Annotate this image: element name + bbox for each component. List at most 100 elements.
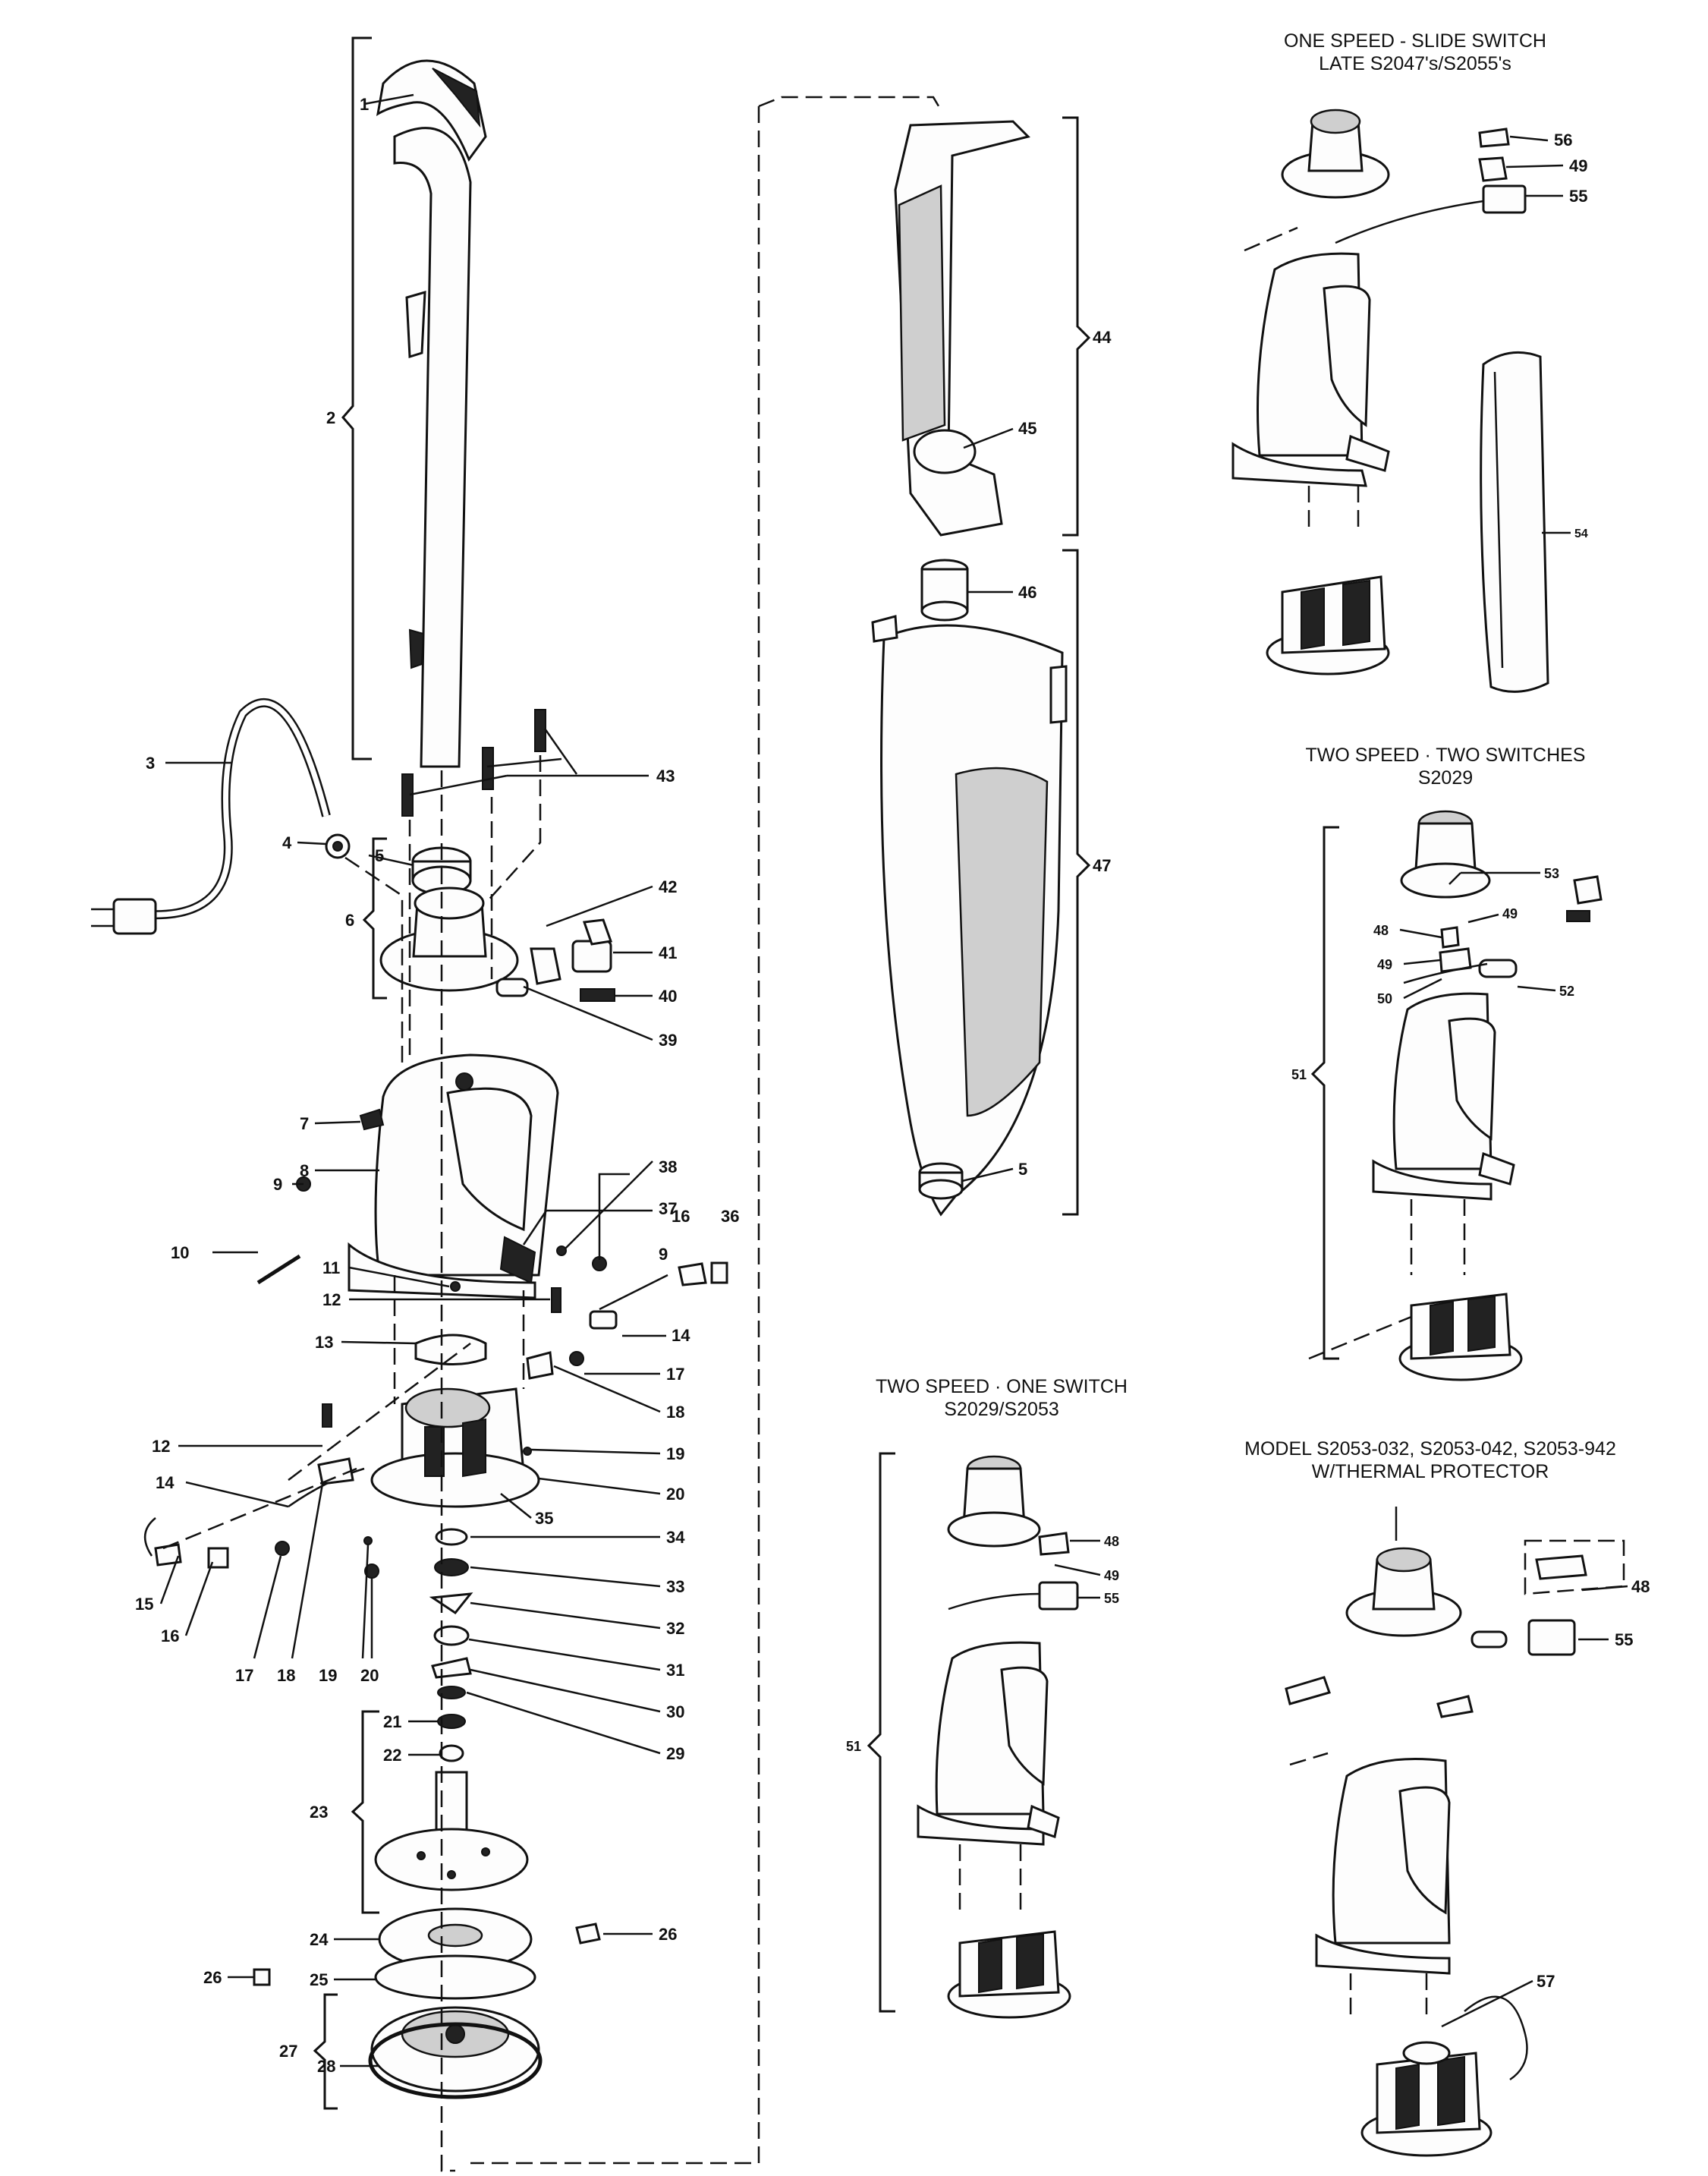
- label-19-right: 19: [666, 1444, 684, 1463]
- label-26-right: 26: [659, 1925, 677, 1944]
- brace-2: [341, 36, 372, 760]
- label-48-thermal: 48: [1631, 1577, 1650, 1596]
- assembly-lines-left: [162, 755, 542, 2172]
- label-11: 11: [322, 1258, 340, 1277]
- assembly-line-middle: [470, 96, 942, 2165]
- label-31: 31: [666, 1661, 684, 1680]
- label-55-thermal: 55: [1615, 1630, 1633, 1649]
- label-50: 50: [1377, 991, 1392, 1006]
- leader-lines: [159, 93, 1628, 2067]
- brace-51-middle: [867, 1452, 895, 2013]
- title-one-speed-line2: LATE S2047's/S2055's: [1319, 53, 1511, 74]
- label-9-right: 9: [659, 1245, 668, 1264]
- label-53: 53: [1544, 866, 1559, 881]
- title-two-speed-one-switch-line2: S2029/S2053: [944, 1399, 1059, 1420]
- label-24: 24: [310, 1930, 329, 1949]
- switch-parts: [495, 918, 615, 1002]
- label-7: 7: [300, 1114, 309, 1133]
- label-44: 44: [1093, 328, 1112, 347]
- armature-23: [374, 1714, 529, 1891]
- part-labels: 1 2 3 4 5 6 7 8 9 9 10 11 12 12 13 14 14…: [135, 95, 1650, 2076]
- title-two-speed-two-switches-line1: TWO SPEED · TWO SWITCHES: [1306, 745, 1586, 766]
- label-5-bag: 5: [1018, 1160, 1027, 1179]
- label-47: 47: [1093, 856, 1111, 875]
- label-20-right: 20: [666, 1485, 684, 1504]
- title-one-speed-line1: ONE SPEED - SLIDE SWITCH: [1284, 30, 1546, 52]
- one-speed-assembly: [1231, 109, 1527, 675]
- label-28: 28: [317, 2057, 335, 2076]
- brace-23: [351, 1710, 379, 1914]
- label-27: 27: [279, 2042, 297, 2061]
- label-17-left: 17: [235, 1666, 253, 1685]
- label-41: 41: [659, 943, 677, 962]
- power-cord: [91, 698, 331, 935]
- label-55-one-switch: 55: [1104, 1591, 1119, 1606]
- label-56: 56: [1554, 131, 1572, 150]
- label-4: 4: [282, 833, 292, 852]
- label-9-left: 9: [273, 1175, 282, 1194]
- label-22: 22: [383, 1746, 401, 1765]
- label-19-left: 19: [319, 1666, 337, 1685]
- label-37: 37: [659, 1199, 677, 1218]
- label-12-top: 12: [322, 1290, 341, 1309]
- brace-51-right: [1310, 826, 1339, 1360]
- bag-fitting-46: [920, 559, 969, 622]
- label-49-one-speed: 49: [1569, 156, 1587, 175]
- brace-47: [1062, 549, 1091, 1216]
- label-40: 40: [659, 987, 677, 1006]
- label-29: 29: [666, 1744, 684, 1763]
- label-13: 13: [315, 1333, 333, 1352]
- brace-44: [1062, 116, 1091, 537]
- brace-27: [313, 1993, 338, 2110]
- label-34: 34: [666, 1528, 685, 1547]
- label-3: 3: [146, 754, 155, 773]
- brace-6: [362, 837, 387, 1000]
- bag-housing-47: [871, 615, 1068, 1217]
- label-43: 43: [656, 767, 675, 786]
- label-48-one-switch: 48: [1104, 1534, 1119, 1549]
- strain-relief: [325, 833, 351, 859]
- label-18-right: 18: [666, 1403, 684, 1422]
- label-12-left: 12: [152, 1437, 170, 1456]
- label-10: 10: [171, 1243, 189, 1262]
- label-46: 46: [1018, 583, 1036, 602]
- label-49-one-switch: 49: [1104, 1568, 1119, 1583]
- label-16-right: 16: [672, 1207, 690, 1226]
- label-33: 33: [666, 1577, 684, 1596]
- label-48-two-switch: 48: [1373, 923, 1389, 938]
- label-51-right: 51: [1291, 1067, 1307, 1082]
- label-36: 36: [721, 1207, 739, 1226]
- handle-tube: [393, 127, 472, 768]
- label-23: 23: [310, 1803, 328, 1822]
- two-speed-one-switch-assembly: [917, 1455, 1079, 2019]
- label-55-one-speed: 55: [1569, 187, 1587, 206]
- label-39: 39: [659, 1031, 677, 1050]
- left-brush-parts: [144, 1403, 379, 1579]
- label-57: 57: [1537, 1972, 1555, 1991]
- label-26-left: 26: [203, 1968, 222, 1987]
- clip-26: [253, 1923, 601, 1986]
- label-20-left: 20: [360, 1666, 379, 1685]
- label-49-two-switch-a: 49: [1502, 906, 1518, 921]
- thermal-protector-assembly: [1285, 1507, 1625, 2157]
- label-32: 32: [666, 1619, 684, 1638]
- label-14-right: 14: [672, 1326, 690, 1345]
- label-18-left: 18: [277, 1666, 295, 1685]
- label-15: 15: [135, 1595, 153, 1614]
- label-16-left: 16: [161, 1626, 179, 1645]
- label-8: 8: [300, 1161, 309, 1180]
- title-two-speed-two-switches-line2: S2029: [1418, 767, 1473, 789]
- brush-assembly-parts: [414, 1261, 728, 1486]
- label-17-right: 17: [666, 1365, 684, 1384]
- label-45: 45: [1018, 419, 1036, 438]
- title-thermal-model-line1: MODEL S2053-032, S2053-042, S2053-942: [1244, 1438, 1616, 1460]
- bag-door-44: [894, 120, 1030, 537]
- handle-grip: [376, 59, 487, 162]
- label-35: 35: [535, 1509, 553, 1528]
- label-51-middle: 51: [846, 1739, 861, 1754]
- label-6: 6: [345, 911, 354, 930]
- label-49-two-switch-b: 49: [1377, 957, 1392, 972]
- fan-27: [368, 2006, 543, 2099]
- two-speed-two-switch-assembly: [1308, 810, 1603, 1381]
